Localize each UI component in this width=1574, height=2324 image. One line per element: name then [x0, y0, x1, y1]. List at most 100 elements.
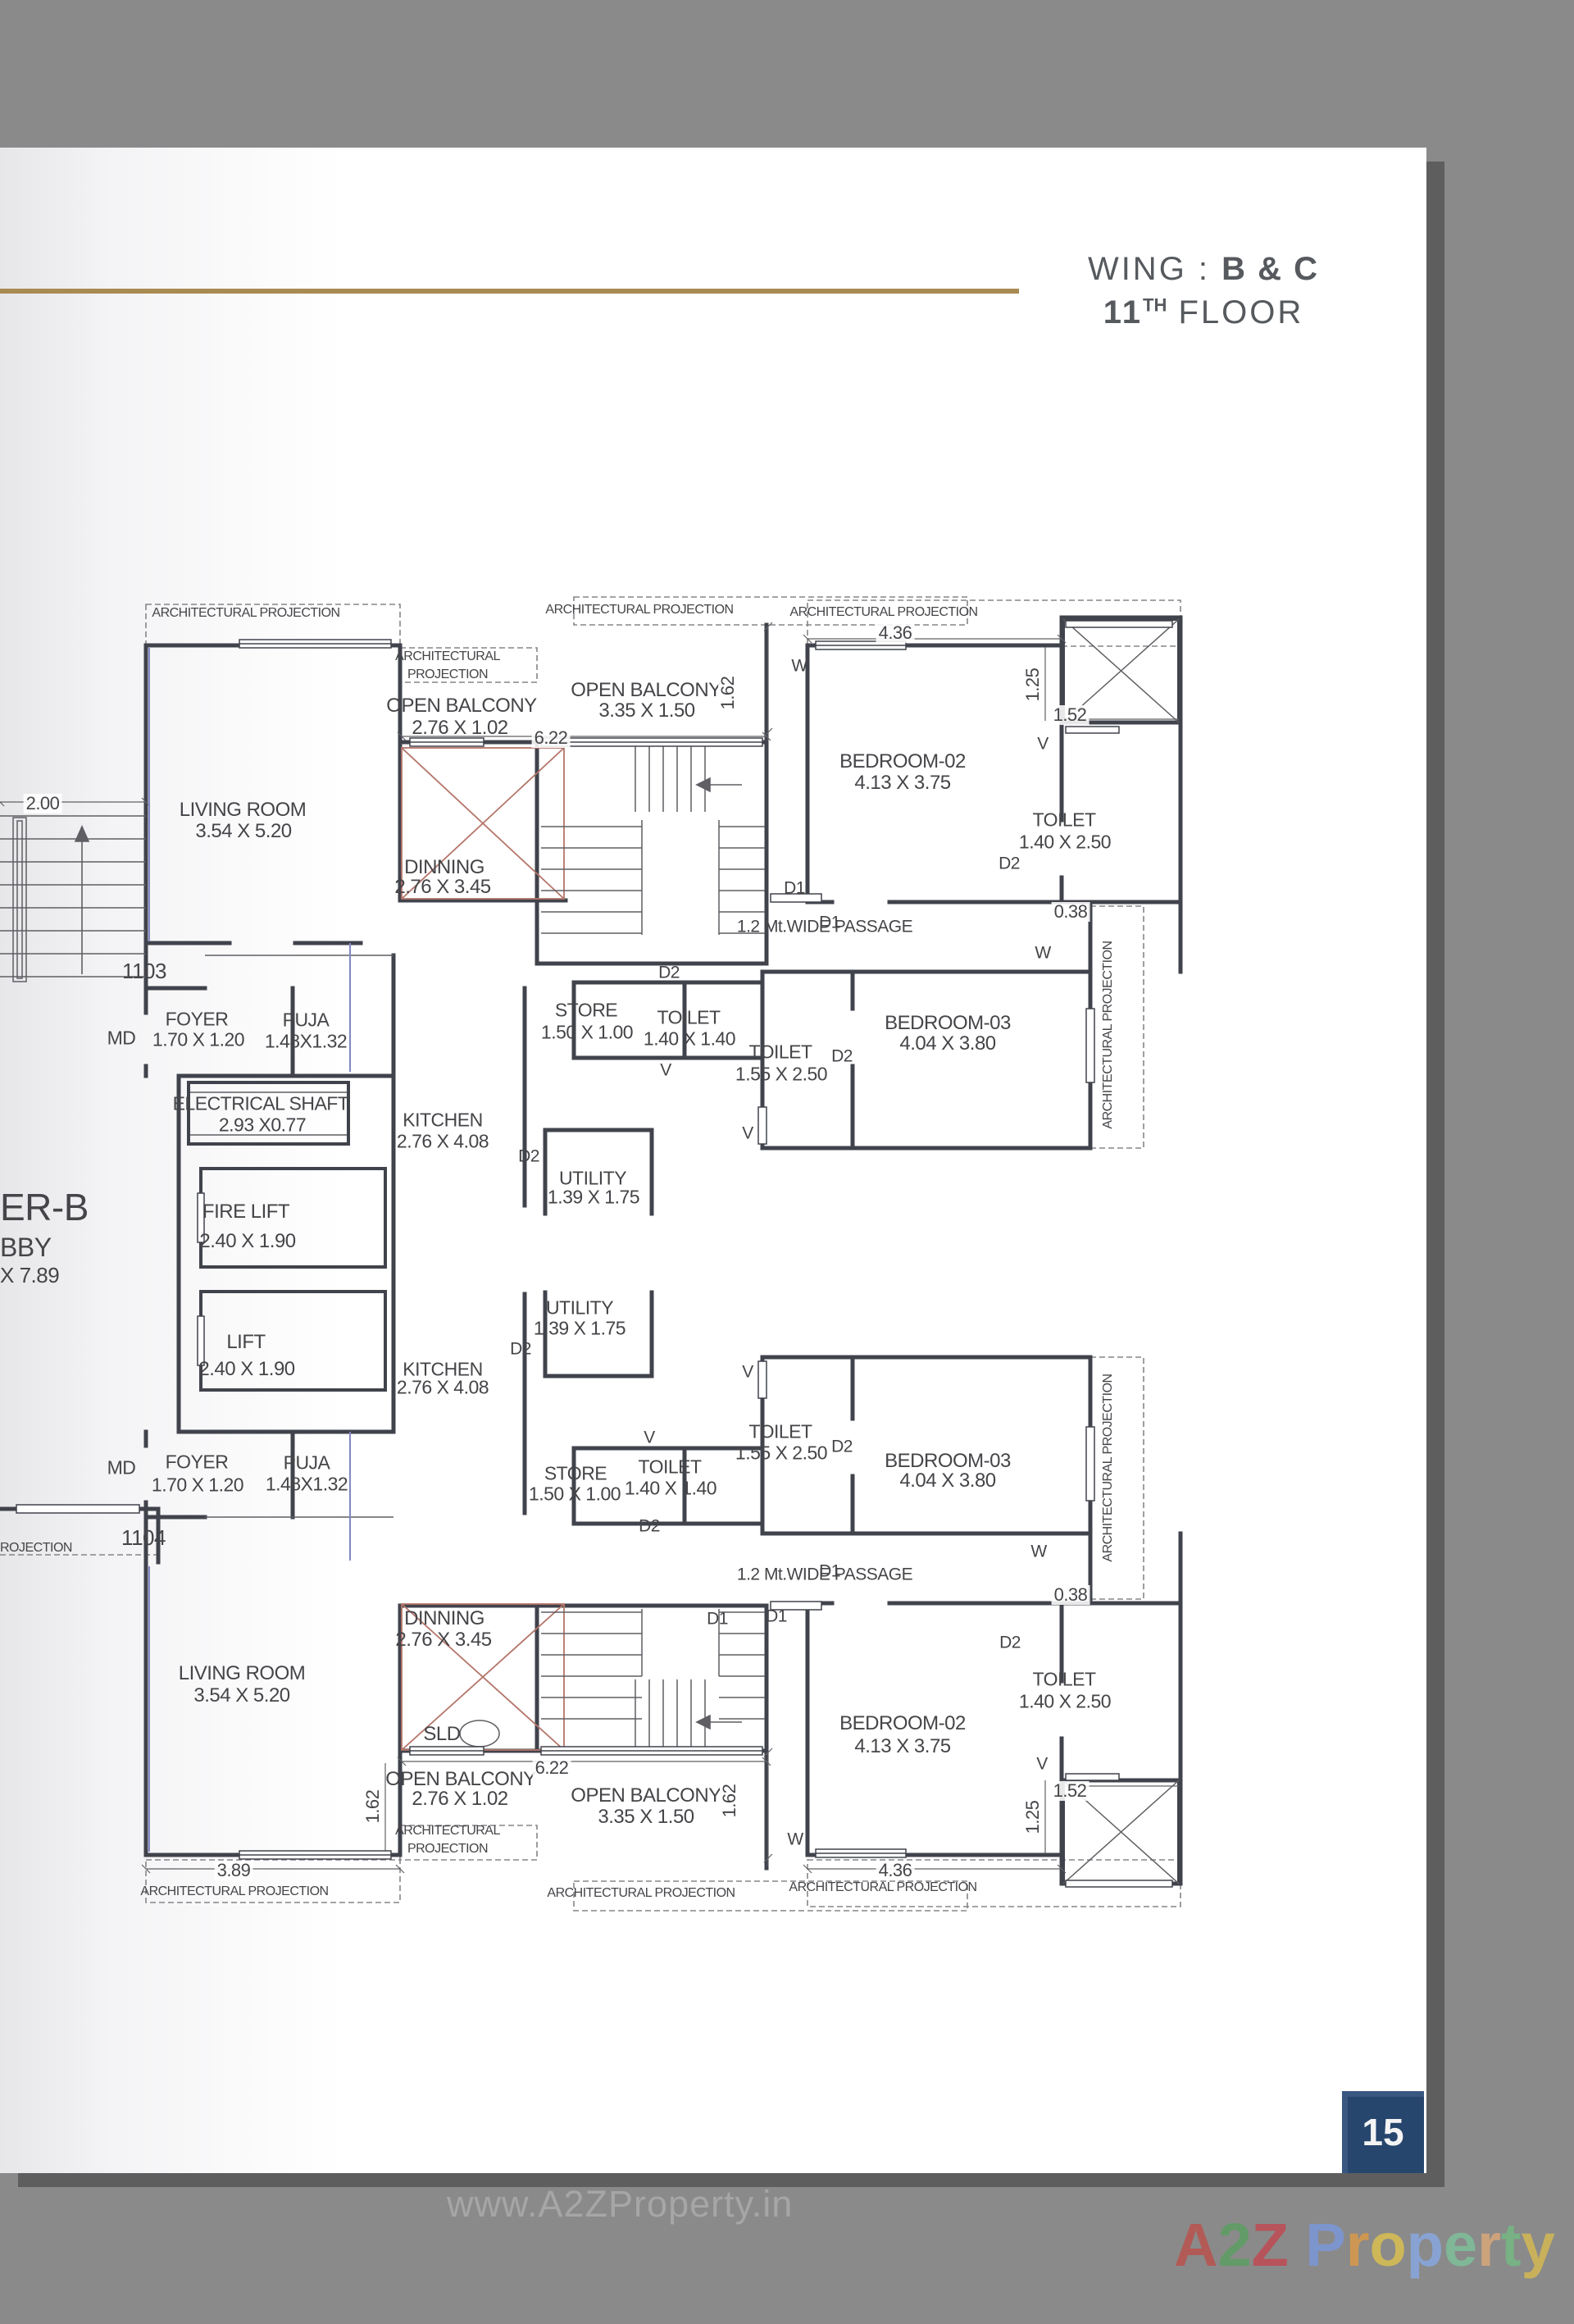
plan-label: LIVING ROOM [178, 1662, 306, 1684]
plan-label: TOILET [1032, 809, 1096, 831]
brand-letter: Z [1251, 2211, 1289, 2279]
accent-lines [148, 648, 351, 1852]
plan-label: 2.76 X 4.08 [396, 1130, 489, 1152]
brand-letter: o [1369, 2211, 1407, 2279]
plan-label: 1.62 [719, 1781, 739, 1820]
brand-letter: y [1521, 2211, 1555, 2279]
plan-label: 1.39 X 1.75 [547, 1186, 640, 1208]
plan-label: TOILET [748, 1041, 812, 1063]
plan-label: 4.13 X 3.75 [854, 1735, 951, 1757]
brand-watermark: A2Z Property [1174, 2210, 1555, 2280]
plan-label: 2.00 [23, 794, 62, 813]
plan-label: BEDROOM-03 [885, 1012, 1011, 1034]
brand-letter [1289, 2211, 1306, 2279]
plan-label: 3.35 X 1.50 [598, 1806, 694, 1828]
plan-label: ARCHITECTURAL PROJECTION [1101, 1374, 1115, 1562]
plan-label: 1.55 X 2.50 [735, 1442, 828, 1464]
plan-label: UTILITY [545, 1296, 614, 1319]
plan-label: 1.40 X 1.40 [643, 1028, 736, 1050]
plan-label: W [1035, 943, 1051, 963]
plan-label: MD [107, 1027, 136, 1049]
plan-label: 2.93 X0.77 [218, 1114, 307, 1136]
plan-label: 1.50 X 1.00 [540, 1021, 634, 1043]
plan-label: MD [107, 1456, 136, 1479]
plan-label: 1.25 [1022, 1798, 1043, 1837]
plan-label: TOILET [748, 1420, 812, 1442]
plan-label: 1.52 [1050, 705, 1090, 725]
plan-label: 1.62 [362, 1787, 383, 1826]
plan-label: 1.52 [1050, 1781, 1090, 1801]
plan-label: D1 [766, 1606, 787, 1626]
plan-label: ER-B [0, 1186, 89, 1228]
plan-label: V [660, 1060, 671, 1080]
plan-label: D1 [819, 913, 840, 932]
plan-label: 3.54 X 5.20 [195, 820, 292, 842]
plan-label: 1.2 Mt.WIDE PASSAGE [736, 917, 913, 936]
plan-label: ELECTRICAL SHAFT [172, 1092, 349, 1114]
plan-label: D2 [831, 1437, 853, 1456]
plan-label: D2 [510, 1339, 531, 1359]
plan-label: 1.40 X 1.40 [624, 1477, 717, 1499]
page-number-badge: 15 [1342, 2091, 1424, 2173]
plan-label: D2 [658, 963, 680, 982]
plan-label: ARCHITECTURAL [395, 649, 500, 663]
stair-treads [0, 745, 765, 1747]
floor-title: 11TH FLOOR [1103, 294, 1304, 330]
plan-label: PUJA [283, 1451, 330, 1474]
stair-arrows [74, 777, 742, 1730]
plan-label: ARCHITECTURAL [395, 1824, 500, 1838]
plan-label: D2 [999, 854, 1020, 873]
plan-label: OPEN BALCONY [386, 695, 537, 717]
plan-label: X 7.89 [0, 1263, 60, 1287]
plan-label: 1.40 X 2.50 [1018, 831, 1112, 853]
plan-label: ARCHITECTURAL PROJECTION [140, 1884, 329, 1898]
plan-label: 1.40 X 2.50 [1018, 1690, 1112, 1712]
plan-label: V [742, 1123, 753, 1143]
brand-letter: t [1500, 2211, 1522, 2279]
plan-label: OPEN BALCONY [571, 1784, 721, 1807]
plan-label: 1.39 X 1.75 [533, 1317, 626, 1339]
plan-label: ARCHITECTURAL PROJECTION [1101, 941, 1115, 1129]
plan-label: 2.40 X 1.90 [199, 1230, 296, 1252]
plan-label: LIVING ROOM [179, 799, 307, 821]
brand-letter: P [1305, 2211, 1346, 2279]
plan-label: 2.76 X 3.45 [395, 1629, 492, 1651]
plan-label: 1.25 [1022, 665, 1043, 704]
plan-label: 6.22 [531, 728, 571, 748]
plan-label: BEDROOM-02 [839, 750, 966, 772]
plan-label: W [1030, 1542, 1047, 1561]
plan-label: 3.35 X 1.50 [598, 699, 695, 722]
brand-letter: p [1406, 2211, 1444, 2279]
plan-label: BEDROOM-03 [885, 1450, 1011, 1472]
plan-label: 2.76 X 3.45 [394, 876, 491, 898]
plan-label: PUJA [282, 1009, 330, 1031]
brand-letter: A [1174, 2211, 1218, 2279]
plan-label: 3.89 [214, 1861, 253, 1880]
plan-label: STORE [544, 1462, 607, 1484]
plan-label: 0.38 [1051, 902, 1090, 922]
plan-label: TOILET [638, 1456, 702, 1478]
plan-label: 1103 [122, 959, 166, 983]
plan-label: ROJECTION [0, 1541, 72, 1555]
plan-label: DINNING [404, 856, 484, 878]
page-header: WING : B & C 11TH FLOOR [1039, 251, 1367, 331]
plan-label: 1.70 X 1.20 [152, 1028, 245, 1050]
plan-label: LIFT [226, 1331, 266, 1353]
plan-label: KITCHEN [403, 1109, 483, 1131]
plan-label: BEDROOM-02 [839, 1712, 966, 1734]
plan-label: D1 [819, 1561, 840, 1581]
plan-label: V [1037, 734, 1049, 754]
plan-label: 2.76 X 4.08 [396, 1376, 489, 1398]
window-symbols [16, 620, 1173, 1888]
plan-label: 2.40 X 1.90 [198, 1358, 295, 1380]
page-number: 15 [1362, 2111, 1404, 2153]
brochure-page [0, 148, 1426, 2173]
plan-label: OPEN BALCONY [571, 679, 721, 701]
brand-letter: r [1345, 2211, 1370, 2279]
brand-letter: r [1477, 2211, 1501, 2279]
plan-label: W [791, 656, 807, 676]
plan-label: FOYER [165, 1451, 229, 1473]
url-watermark: www.A2ZProperty.in [447, 2183, 794, 2225]
plan-label: BBY [0, 1233, 52, 1262]
